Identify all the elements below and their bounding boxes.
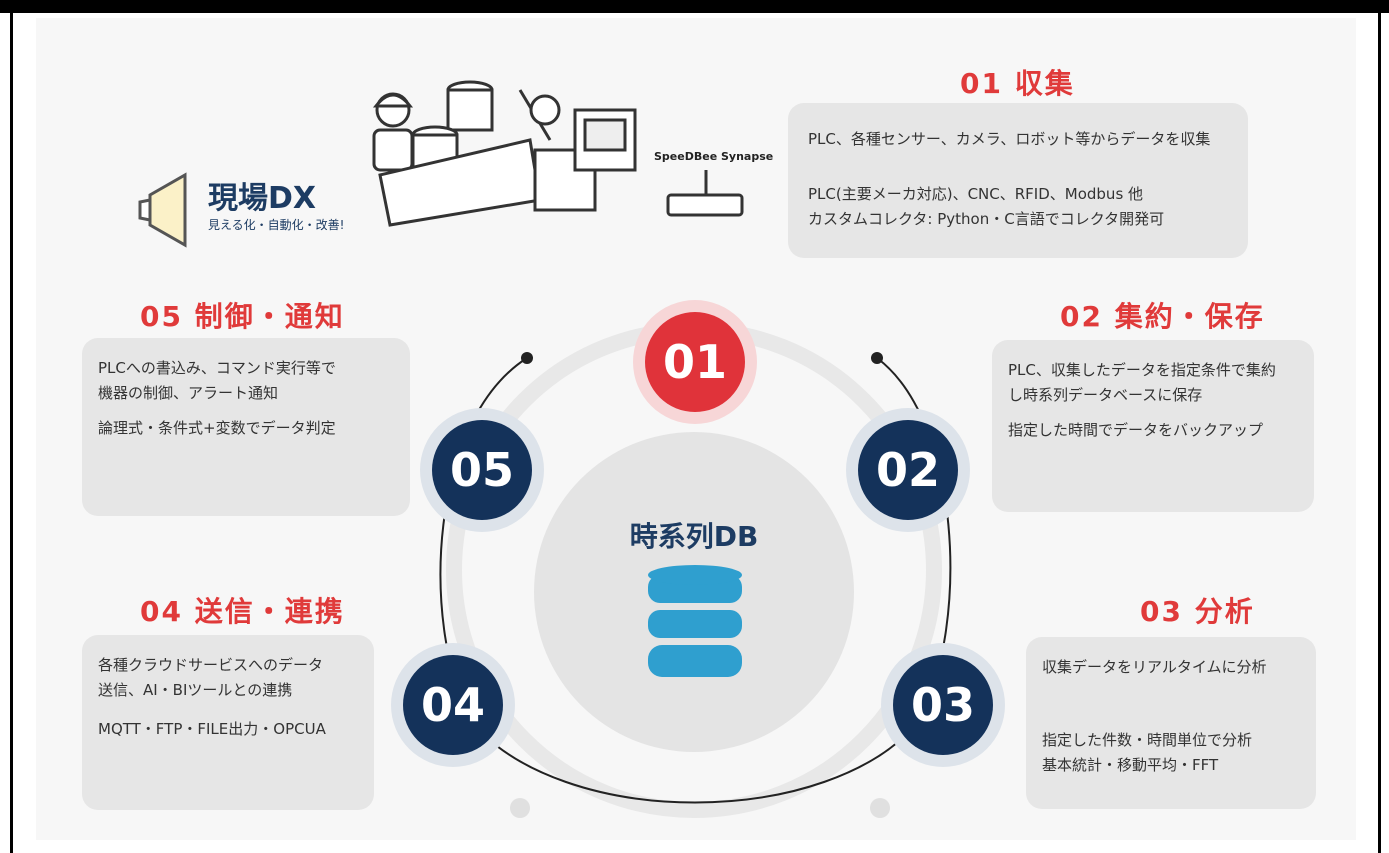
- step-05-line-3: 論理式・条件式+変数でデータ判定: [98, 419, 336, 437]
- connector-dot-right: [870, 798, 890, 818]
- step-04-line-2: 送信、AI・BIツールとの連携: [98, 681, 293, 699]
- step-03-box: 収集データをリアルタイムに分析 指定した件数・時間単位で分析 基本統計・移動平均…: [1026, 637, 1316, 809]
- step-05-line-2: 機器の制御、アラート通知: [98, 384, 279, 402]
- step-03-heading: 03 分析: [1140, 595, 1255, 628]
- step-01-line-1: PLC、各種センサー、カメラ、ロボット等からデータを収集: [808, 130, 1211, 148]
- step-01-badge: 01: [645, 312, 745, 412]
- step-04-heading: 04 送信・連携: [140, 595, 345, 628]
- brand-title: 現場DX: [208, 181, 317, 216]
- step-02-heading: 02 集約・保存: [1060, 300, 1265, 333]
- step-02-box: PLC、収集したデータを指定条件で集約 し時系列データベースに保存 指定した時間…: [992, 340, 1314, 512]
- device-label: SpeeDBee Synapse: [654, 150, 774, 163]
- step-05-heading: 05 制御・通知: [140, 300, 345, 333]
- step-05-box: PLCへの書込み、コマンド実行等で 機器の制御、アラート通知 論理式・条件式+変…: [82, 338, 410, 516]
- step-05-badge: 05: [432, 420, 532, 520]
- step-02-badge: 02: [858, 420, 958, 520]
- step-05-line-1: PLCへの書込み、コマンド実行等で: [98, 359, 336, 377]
- step-03-badge: 03: [893, 655, 993, 755]
- center-label: 時系列DB: [629, 520, 759, 553]
- step-03-line-2: 指定した件数・時間単位で分析: [1042, 731, 1253, 749]
- step-02-line-2: し時系列データベースに保存: [1008, 386, 1203, 404]
- step-04-badge: 04: [403, 655, 503, 755]
- router-icon: [666, 170, 744, 217]
- factory-illustration-icon: [372, 80, 637, 227]
- step-04-line-1: 各種クラウドサービスへのデータ: [98, 656, 324, 674]
- step-04-line-3: MQTT・FTP・FILE出力・OPCUA: [98, 720, 326, 738]
- step-02-line-1: PLC、収集したデータを指定条件で集約: [1008, 361, 1276, 379]
- step-04-box: 各種クラウドサービスへのデータ 送信、AI・BIツールとの連携 MQTT・FTP…: [82, 635, 374, 810]
- arc-bottom: [469, 719, 921, 804]
- step-01-box: PLC、各種センサー、カメラ、ロボット等からデータを収集 PLC(主要メーカ対応…: [788, 103, 1248, 258]
- step-03-line-3: 基本統計・移動平均・FFT: [1042, 756, 1219, 774]
- database-icon: [648, 565, 742, 677]
- megaphone-icon: [138, 172, 187, 248]
- top-bar: [0, 0, 1389, 13]
- brand-subtitle: 見える化・自動化・改善!: [208, 218, 345, 232]
- connector-dot-left: [510, 798, 530, 818]
- arc-left-dot: [521, 352, 533, 364]
- step-03-line-1: 収集データをリアルタイムに分析: [1042, 658, 1267, 676]
- step-01-line-2: PLC(主要メーカ対応)、CNC、RFID、Modbus 他: [808, 185, 1144, 203]
- step-01-line-3: カスタムコレクタ: Python・C言語でコレクタ開発可: [808, 210, 1165, 228]
- arc-right-dot: [871, 352, 883, 364]
- step-02-line-3: 指定した時間でデータをバックアップ: [1008, 421, 1264, 439]
- step-01-heading: 01 収集: [960, 67, 1075, 100]
